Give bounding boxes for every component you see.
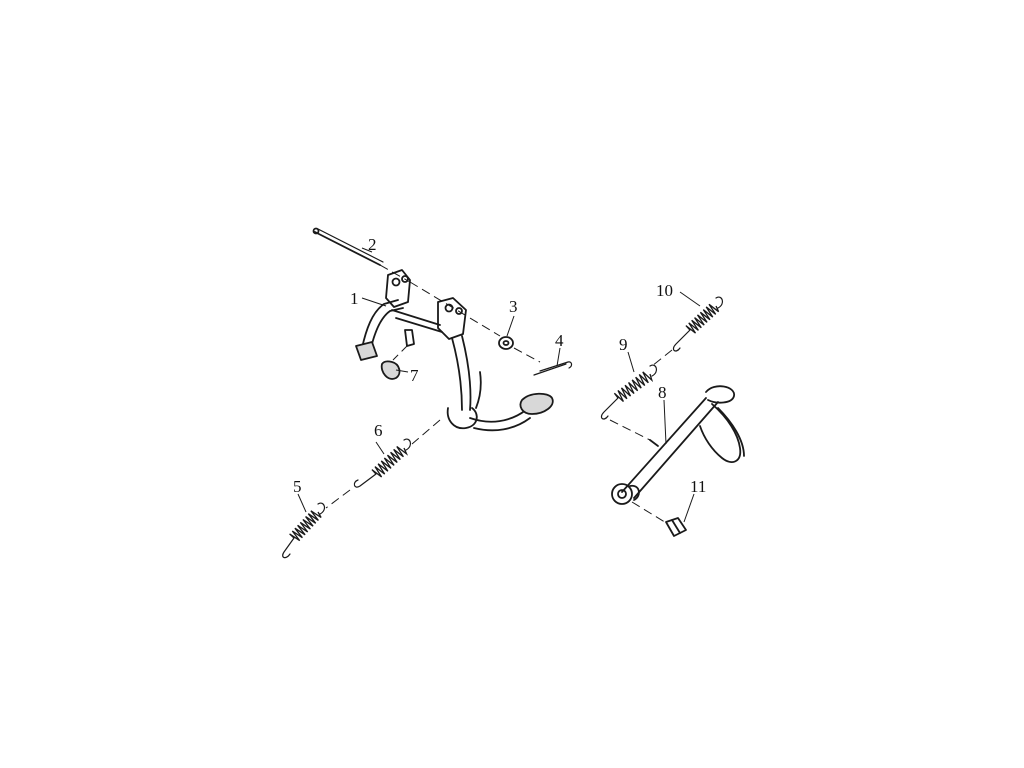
callout-3: 3 — [509, 297, 518, 316]
part-1-main-stand — [355, 269, 554, 432]
part-2-shaft — [312, 227, 411, 283]
callout-10: 10 — [656, 281, 673, 300]
callout-labels: 2 1 3 4 7 6 5 8 9 10 11 — [293, 235, 706, 496]
callout-7: 7 — [410, 366, 419, 385]
part-8-side-stand — [611, 385, 745, 505]
part-3-washer — [409, 281, 541, 363]
part-7-stopper — [380, 344, 409, 380]
part-6-spring — [353, 419, 441, 488]
callout-4: 4 — [555, 331, 564, 350]
leader-lines — [297, 247, 701, 523]
callout-5: 5 — [293, 477, 302, 496]
part-4-cotter-pin — [533, 361, 573, 376]
callout-2: 2 — [368, 235, 377, 254]
part-11-bolt — [631, 501, 687, 537]
callout-11: 11 — [690, 477, 706, 496]
part-9-spring — [600, 364, 658, 441]
callout-6: 6 — [374, 421, 383, 440]
callout-8: 8 — [658, 383, 667, 402]
part-5-spring — [282, 489, 351, 559]
part-10-spring — [651, 296, 724, 367]
callout-1: 1 — [350, 289, 359, 308]
callout-9: 9 — [619, 335, 628, 354]
